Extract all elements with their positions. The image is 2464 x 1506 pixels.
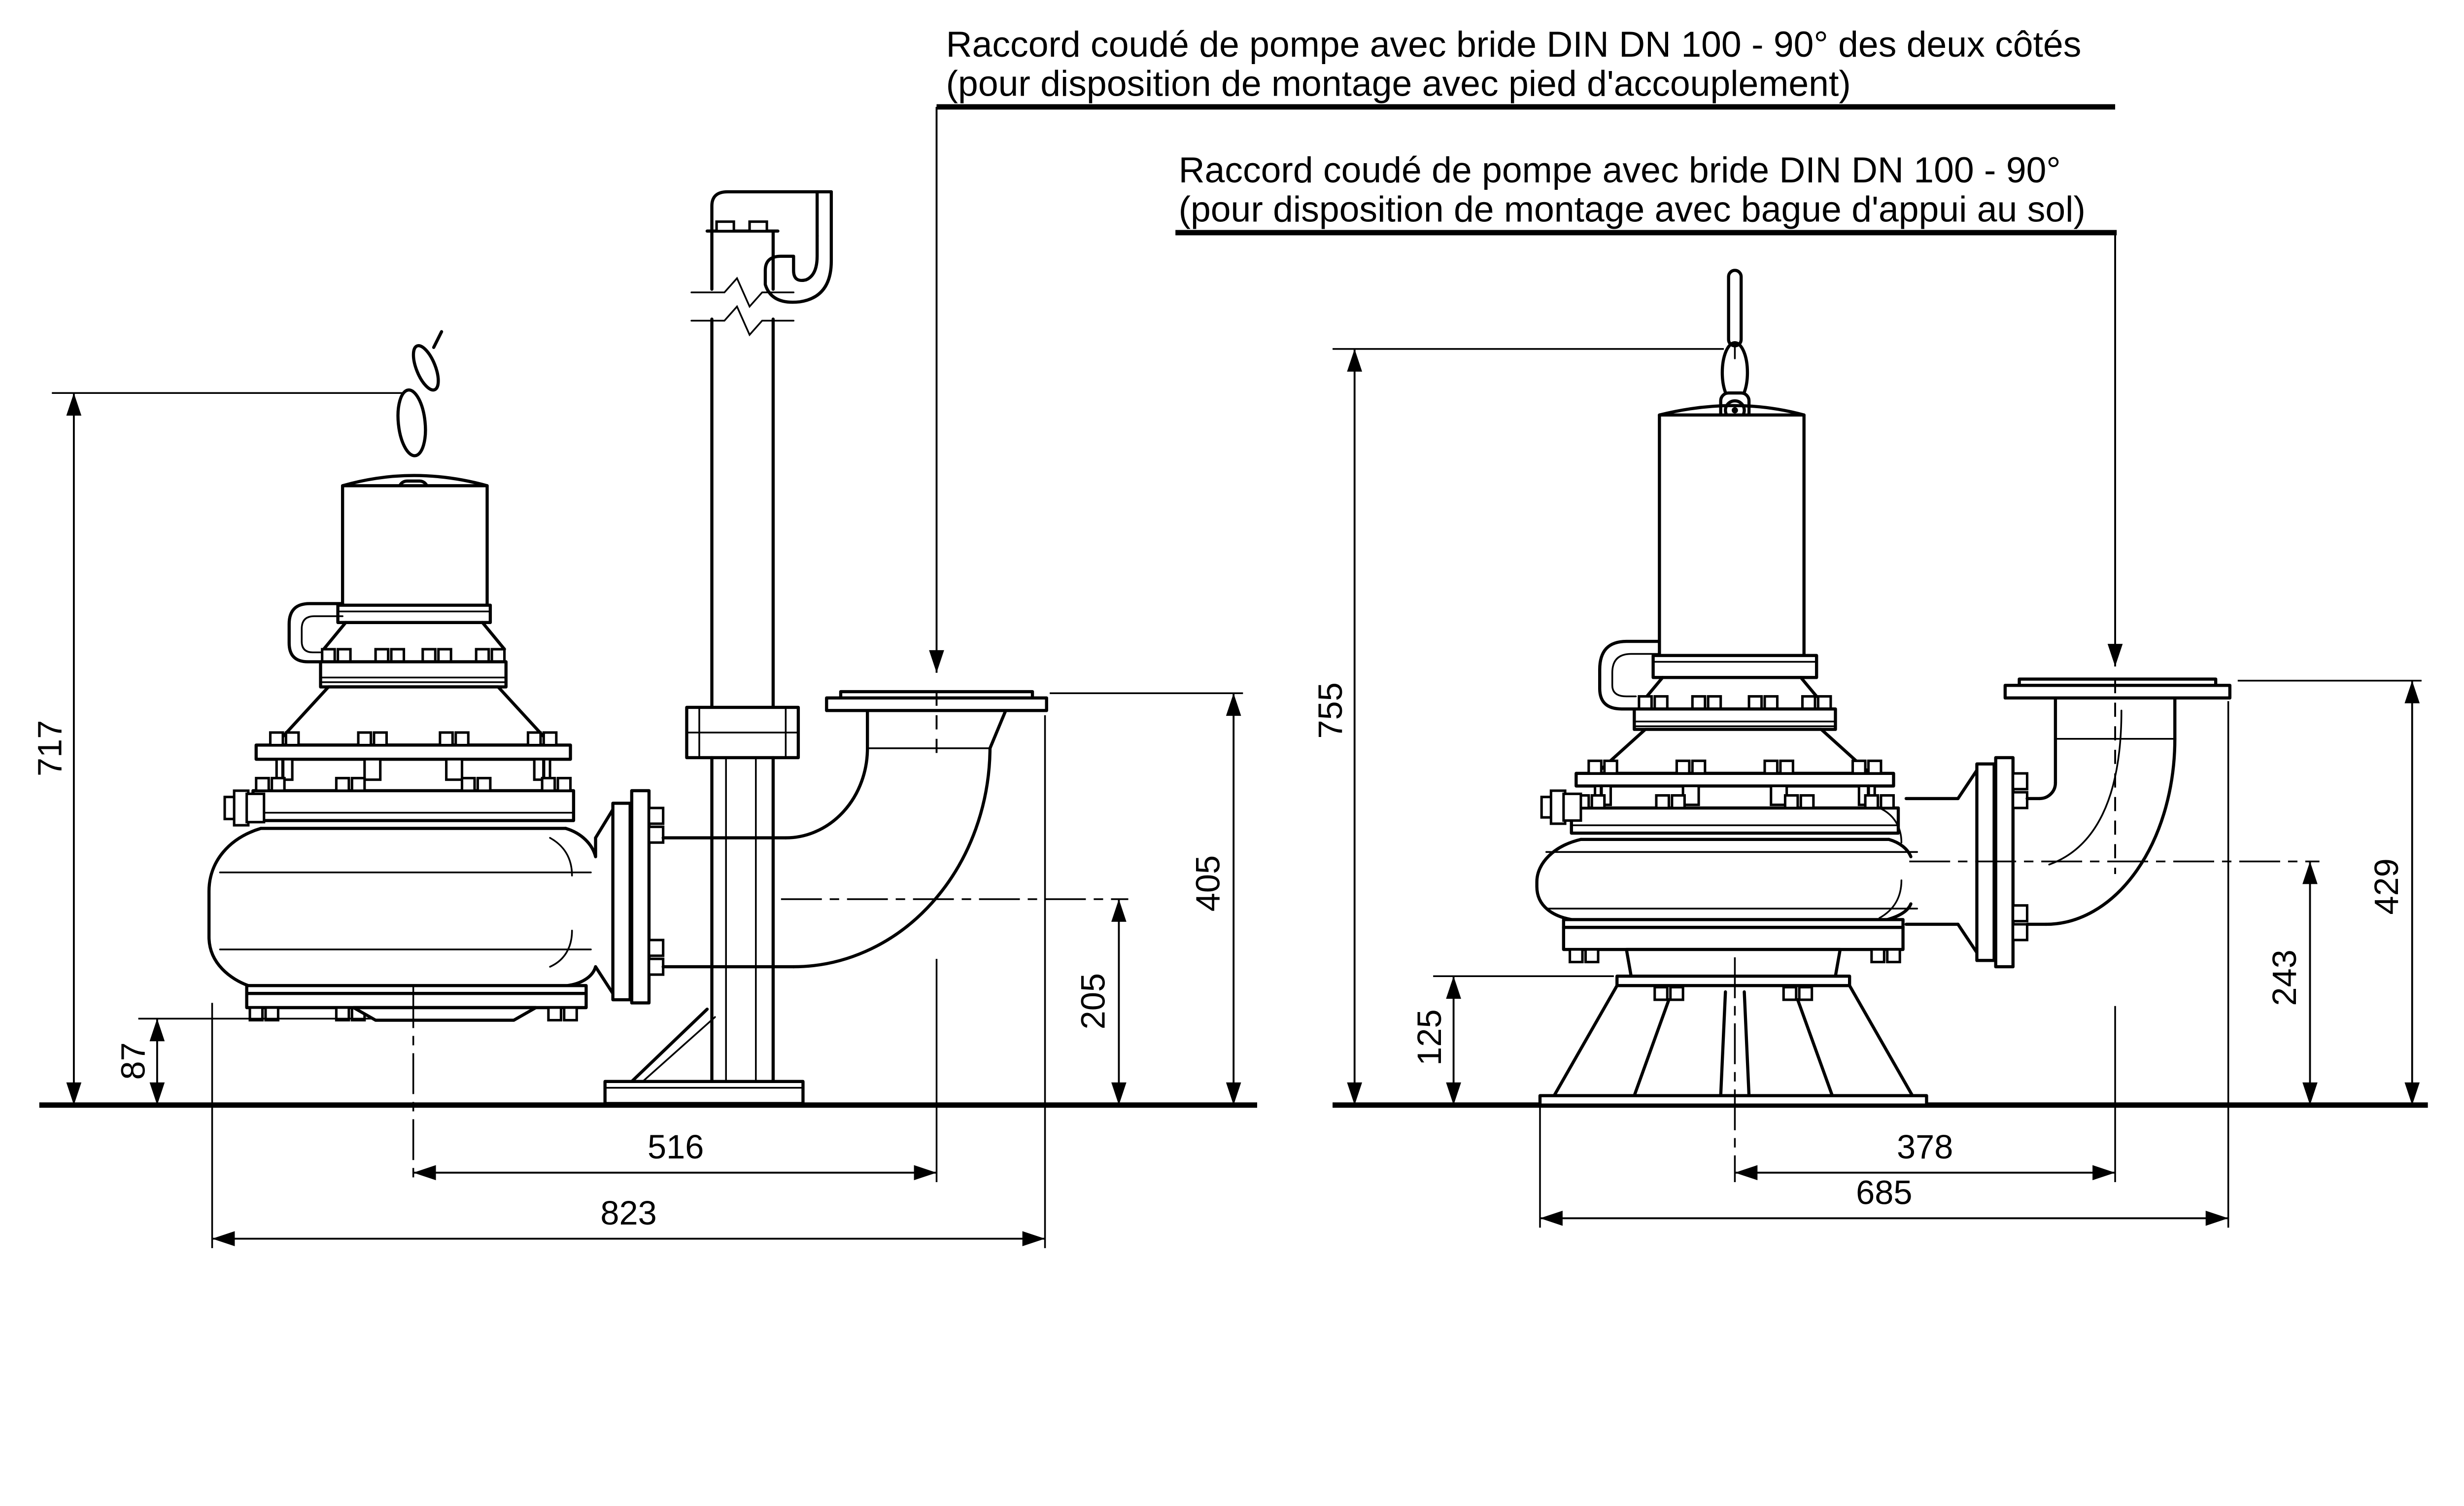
floor-support-ring xyxy=(1538,975,1928,1107)
note-coupling-foot-line2: (pour disposition de montage avec pied d… xyxy=(946,64,1851,104)
motor-housing-right xyxy=(1658,413,1806,657)
drain-plug-right xyxy=(1540,789,1582,825)
cable-conduit xyxy=(287,602,344,664)
discharge-flange-joint xyxy=(594,789,665,1005)
drain-plug xyxy=(223,789,266,827)
volute-casing xyxy=(207,827,597,987)
motor-dome-right xyxy=(1658,404,1806,417)
dim-label-125: 125 xyxy=(1410,1009,1448,1065)
dim-label-205: 205 xyxy=(1074,973,1112,1029)
base-plate xyxy=(603,1080,805,1105)
note-coupling-foot-line1: Raccord coudé de pompe avec bride DIN DN… xyxy=(946,24,2082,65)
suction-inlet xyxy=(352,1006,538,1022)
dimensions-right: 755 125 378 685 243 429 xyxy=(1311,348,2422,1228)
base-ring xyxy=(1538,1094,1928,1107)
annotation-note-floor-ring: Raccord coudé de pompe avec bride DIN DN… xyxy=(1175,150,2123,667)
dim-label-378: 378 xyxy=(1897,1128,1953,1166)
dim-label-405: 405 xyxy=(1189,855,1227,911)
volute-top-flange-right xyxy=(1570,806,1900,835)
motor-adapter-cone xyxy=(273,685,553,747)
motor-housing xyxy=(341,484,489,607)
discharge-elbow-right xyxy=(2003,677,2232,926)
guide-pipe xyxy=(603,190,833,1105)
suction-inlet-right xyxy=(1625,947,1842,978)
lifting-shackle-right xyxy=(1720,269,1749,404)
right-pump xyxy=(1535,269,2232,1107)
dim-label-717: 717 xyxy=(31,720,68,776)
elbow-outlet-flange-right xyxy=(2003,684,2232,700)
pipe-top-hook-fitting xyxy=(705,190,833,304)
dim-label-87: 87 xyxy=(114,1042,152,1080)
upper-flange-right xyxy=(1574,771,1895,788)
technical-drawing-page: Raccord coudé de pompe avec bride DIN DN… xyxy=(31,24,2428,1248)
cable-conduit-right xyxy=(1598,639,1661,711)
right-view: 755 125 378 685 243 429 xyxy=(1311,269,2428,1228)
note-floor-ring-line1: Raccord coudé de pompe avec bride DIN DN… xyxy=(1179,150,2061,190)
dim-label-823: 823 xyxy=(600,1194,656,1232)
motor-dome xyxy=(341,474,489,488)
pipe-break-symbol xyxy=(690,277,795,309)
volute-top-flange xyxy=(251,789,576,822)
pump-installation-drawing: Raccord coudé de pompe avec bride DIN DN… xyxy=(31,24,2428,1248)
dim-label-685: 685 xyxy=(1856,1174,1912,1212)
motor-adapter-cone-right xyxy=(1595,728,1872,775)
volute-casing-right xyxy=(1535,807,1918,921)
base-gusset xyxy=(630,1007,709,1084)
left-view: 717 87 516 823 205 405 xyxy=(31,190,1258,1248)
lifting-shackle xyxy=(396,330,444,457)
dimensions-left: 717 87 516 823 205 405 xyxy=(31,392,1243,1248)
dim-label-516: 516 xyxy=(648,1128,704,1166)
dim-label-429: 429 xyxy=(2367,858,2405,914)
discharge-elbow xyxy=(661,690,1048,969)
dim-label-243: 243 xyxy=(2265,949,2303,1006)
note-floor-ring-line2: (pour disposition de montage avec bague … xyxy=(1179,189,2086,230)
annotation-note-coupling-foot: Raccord coudé de pompe avec bride DIN DN… xyxy=(929,24,2116,673)
upper-flange xyxy=(254,743,572,761)
dim-label-755: 755 xyxy=(1311,682,1349,738)
left-pump xyxy=(207,330,1048,1022)
